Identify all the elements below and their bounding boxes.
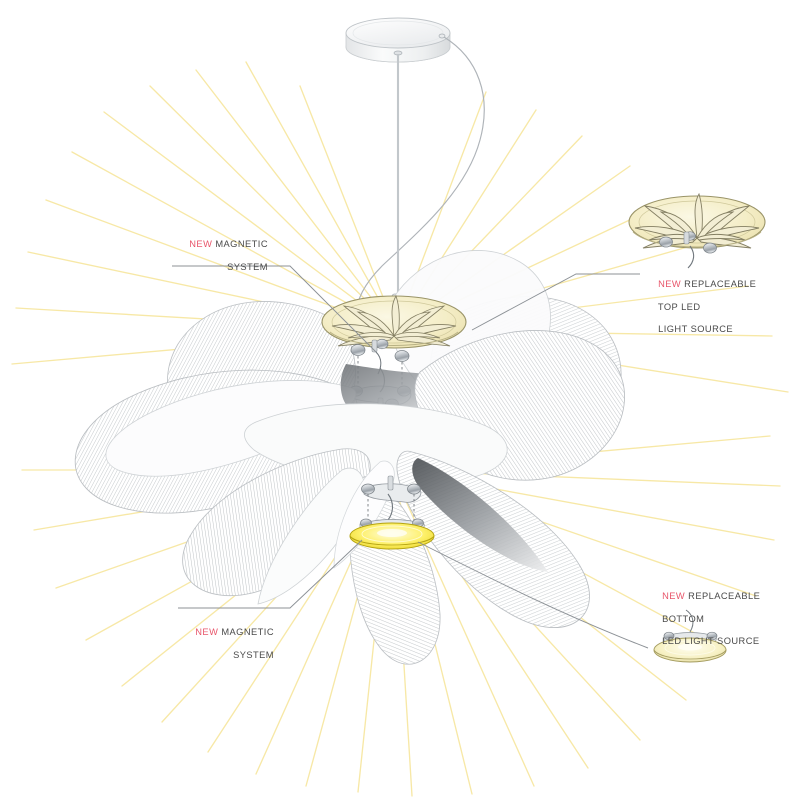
detail-callout-bottom-led <box>653 609 727 663</box>
leader-lines <box>172 265 649 649</box>
petal-shades-front <box>74 330 625 665</box>
callout-line-1: MAGNETIC <box>212 239 268 250</box>
new-tag: NEW <box>189 239 213 250</box>
shadow-wedge-lower <box>412 458 548 572</box>
bottom-led-module <box>349 518 435 550</box>
callout-line-1: REPLACEABLE <box>685 591 761 602</box>
ceiling-canopy <box>345 17 451 63</box>
callout-magnetic-system-bottom: NEW MAGNETIC SYSTEM <box>178 616 274 661</box>
leader-magnetic-bottom <box>178 539 363 609</box>
detail-callout-top-led <box>628 192 766 269</box>
petal-lower-left <box>182 448 371 597</box>
leader-magnetic-top <box>172 265 377 353</box>
leader-bottom-led <box>417 541 649 649</box>
callout-line-3: LED LIGHT SOURCE <box>662 636 760 647</box>
callout-magnetic-system-top: NEW MAGNETIC SYSTEM <box>172 228 268 273</box>
callout-line-2: BOTTOM <box>662 613 705 624</box>
callout-line-2: SYSTEM <box>227 261 268 272</box>
callout-replaceable-top-led: NEW REPLACEABLE TOP LED LIGHT SOURCE <box>652 268 756 335</box>
callout-line-1: REPLACEABLE <box>681 279 757 290</box>
callout-line-3: LIGHT SOURCE <box>658 324 734 335</box>
magnet-bracket-upper <box>350 338 410 375</box>
callout-replaceable-bottom-led: NEW REPLACEABLE BOTTOM LED LIGHT SOURCE <box>656 580 760 647</box>
leader-top-led <box>471 273 640 331</box>
top-led-dish <box>321 294 467 349</box>
callout-line-1: MAGNETIC <box>218 627 274 638</box>
new-tag: NEW <box>658 279 682 290</box>
callout-line-2: SYSTEM <box>233 649 274 660</box>
new-tag: NEW <box>195 627 219 638</box>
power-cord <box>355 36 485 317</box>
callout-line-2: TOP LED <box>657 301 701 312</box>
new-tag: NEW <box>662 591 686 602</box>
